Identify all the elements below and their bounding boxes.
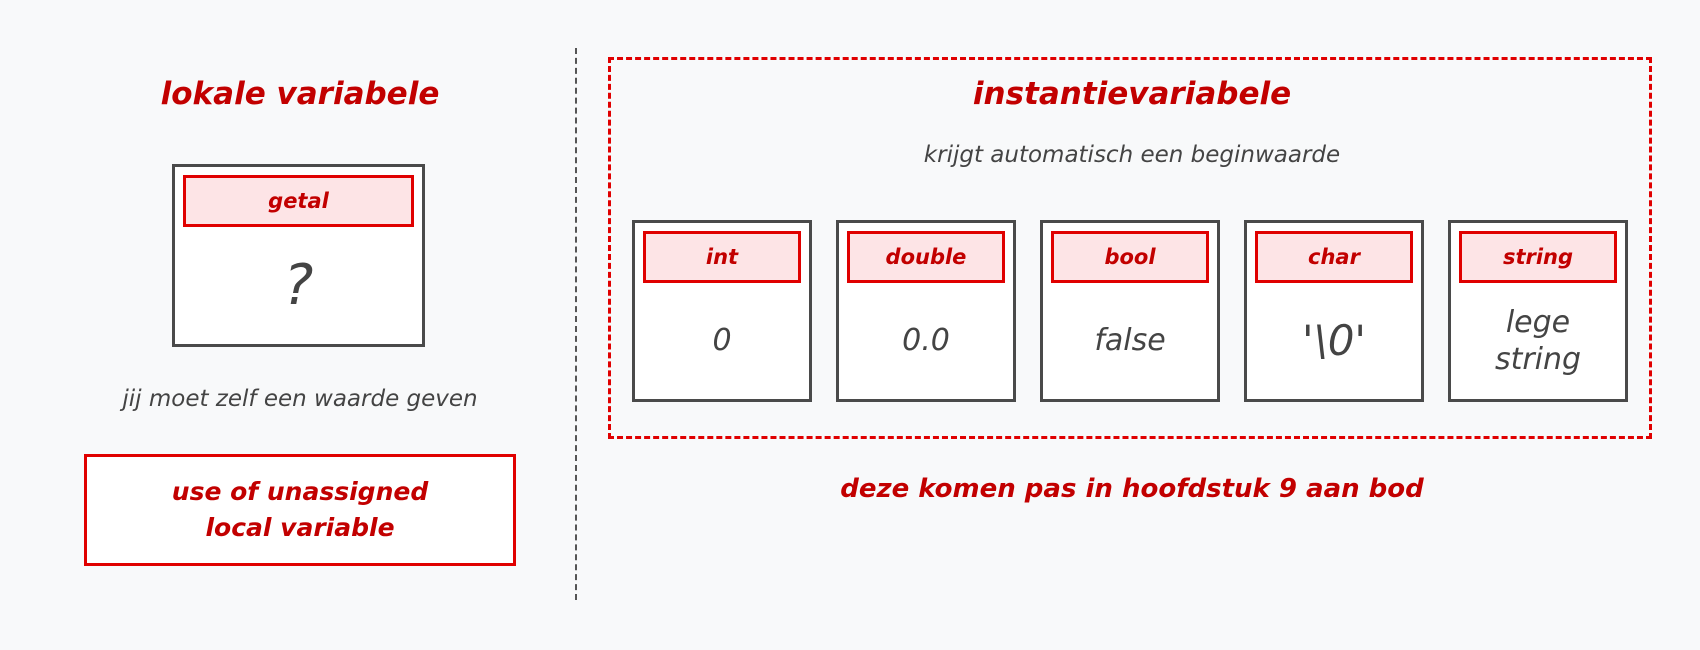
- type-label: bool: [1051, 231, 1209, 283]
- local-variable-name: getal: [183, 175, 414, 227]
- local-variable-value: ?: [283, 252, 314, 318]
- type-label: int: [643, 231, 801, 283]
- type-label: char: [1255, 231, 1413, 283]
- local-variable-note: jij moet zelf een waarde geven: [122, 386, 478, 412]
- instance-variables-frame: [608, 57, 1652, 439]
- type-box-string: string lege string: [1448, 220, 1628, 402]
- default-value: 0: [712, 323, 732, 359]
- section-divider: [575, 48, 577, 600]
- type-box-double: double 0.0: [836, 220, 1016, 402]
- default-value: 0.0: [902, 323, 950, 359]
- type-label: string: [1459, 231, 1617, 283]
- type-box-int: int 0: [632, 220, 812, 402]
- compiler-error-box: use of unassigned local variable: [84, 454, 516, 566]
- chapter-footnote: deze komen pas in hoofdstuk 9 aan bod: [840, 474, 1424, 504]
- instance-variable-title: instantievariabele: [972, 76, 1292, 112]
- type-label: double: [847, 231, 1005, 283]
- type-box-bool: bool false: [1040, 220, 1220, 402]
- local-variable-title: lokale variabele: [160, 76, 440, 112]
- default-value: '\0': [1302, 315, 1366, 365]
- default-value: false: [1094, 323, 1166, 359]
- local-variable-box: getal ?: [172, 164, 425, 347]
- default-value: lege string: [1494, 304, 1582, 378]
- type-box-char: char '\0': [1244, 220, 1424, 402]
- instance-variable-subtitle: krijgt automatisch een beginwaarde: [923, 142, 1341, 168]
